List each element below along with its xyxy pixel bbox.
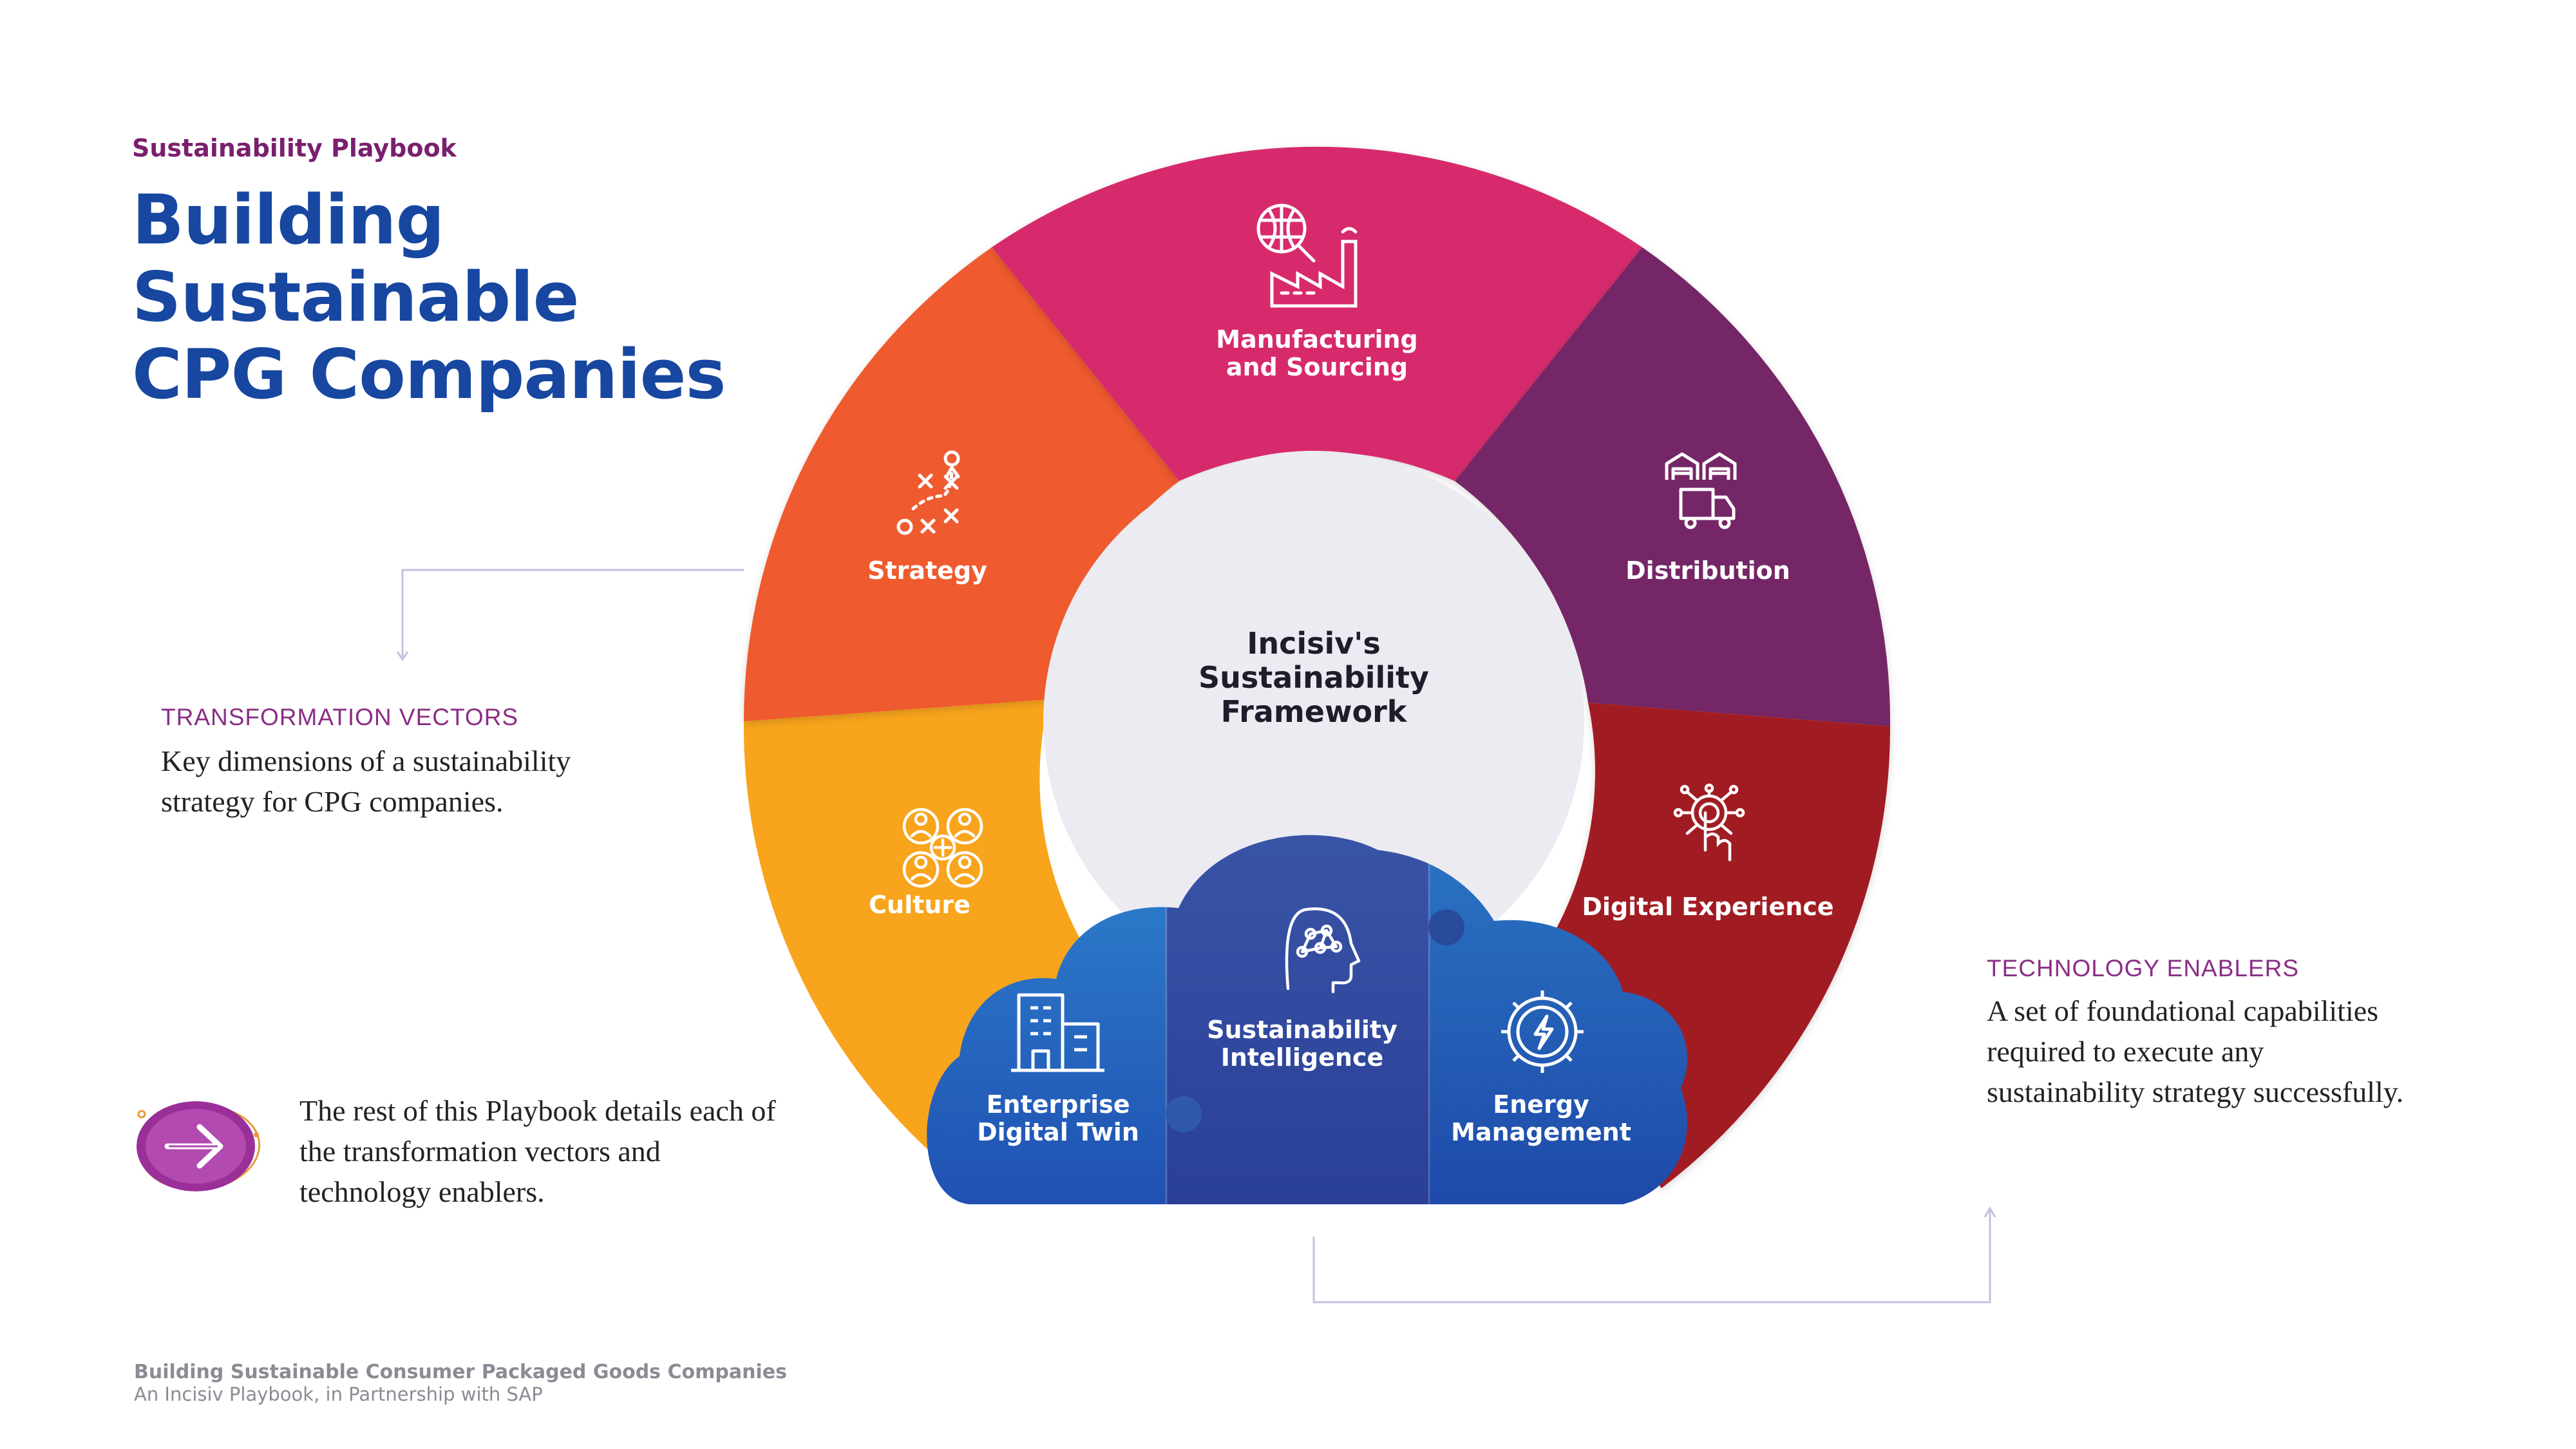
segment-strategy — [743, 247, 1179, 721]
segment-distribution — [1455, 247, 1891, 726]
segment-label-manufacturing-2: and Sourcing — [1226, 353, 1408, 381]
transformation-heading: TRANSFORMATION VECTORS — [161, 704, 519, 730]
enabler-label-digital-twin-2: Digital Twin — [977, 1118, 1139, 1146]
enabler-label-intelligence-2: Intelligence — [1221, 1043, 1384, 1072]
factory-icon — [1256, 204, 1358, 308]
touch-network-icon — [1673, 783, 1745, 862]
playbook-kicker: Sustainability Playbook — [132, 134, 457, 162]
segment-label-culture: Culture — [869, 891, 971, 919]
page-title: Building Sustainable CPG Companies — [132, 180, 726, 414]
building-icon — [1011, 993, 1104, 1072]
segment-label-manufacturing-1: Manufacturing — [1216, 325, 1418, 354]
enabler-label-intelligence-1: Sustainability — [1207, 1016, 1397, 1044]
next-arrow-icon[interactable] — [129, 1095, 267, 1198]
footer-subtitle: An Incisiv Playbook, in Partnership with… — [134, 1383, 543, 1405]
technology-body: A set of foundational capabilities requi… — [1987, 994, 2404, 1108]
connector-line-left — [401, 569, 744, 657]
center-line-2: Sustainability — [1198, 660, 1429, 695]
connector-line-right — [1312, 1211, 1991, 1303]
enabler-label-digital-twin-1: Enterprise — [986, 1090, 1130, 1119]
segment-label-distribution: Distribution — [1625, 556, 1790, 585]
team-icon — [902, 808, 983, 888]
enabler-label-energy-2: Management — [1451, 1118, 1631, 1146]
technology-heading: TECHNOLOGY ENABLERS — [1987, 955, 2300, 981]
center-line-3: Framework — [1221, 694, 1408, 729]
segment-label-strategy: Strategy — [867, 556, 987, 585]
transformation-body: Key dimensions of a sustainability strat… — [161, 744, 571, 818]
center-line-1: Incisiv's — [1247, 626, 1381, 661]
playbook-note: The rest of this Playbook details each o… — [299, 1094, 776, 1208]
enabler-intelligence — [1166, 835, 1429, 1204]
footer-title: Building Sustainable Consumer Packaged G… — [134, 1361, 787, 1383]
warehouse-truck-icon — [1665, 452, 1737, 529]
segment-manufacturing — [992, 146, 1642, 482]
segment-label-digital-experience: Digital Experience — [1582, 893, 1833, 921]
brain-head-icon — [1285, 907, 1361, 994]
energy-gear-icon — [1501, 990, 1584, 1073]
enabler-label-energy-1: Energy — [1493, 1090, 1589, 1119]
framework-center — [1043, 451, 1584, 992]
game-plan-icon — [896, 450, 960, 535]
